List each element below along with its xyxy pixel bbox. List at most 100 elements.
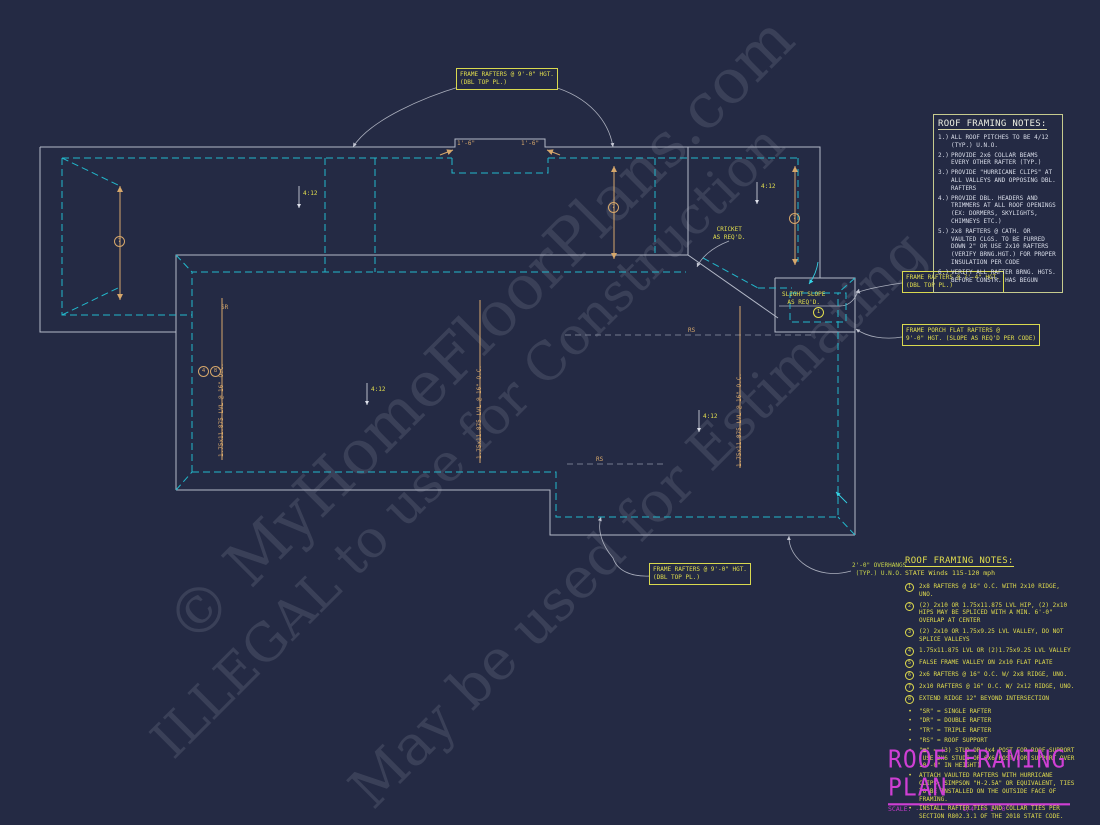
note-ref-bubble: 1 [813, 307, 824, 318]
note-item: 2.) PROVIDE 2x6 COLLAR BEAMS EVERY OTHER… [938, 152, 1058, 168]
slope-arrows [297, 182, 759, 432]
framing-note-number: 3 [905, 627, 914, 637]
callout-line: FRAME RAFTERS @ 7'-4" HGT. [906, 274, 1000, 281]
note-number: 5.) [938, 227, 949, 235]
callout-line: FRAME RAFTERS @ 9'-0" HGT. [653, 566, 747, 573]
framing-note-item: 1 2x8 RAFTERS @ 16" O.C. WITH 2x10 RIDGE… [905, 583, 1077, 599]
framing-note-item: 7 2x10 RAFTERS @ 16" O.C. W/ 2x12 RIDGE,… [905, 682, 1077, 692]
framing-note-number: 5 [905, 658, 914, 668]
ridge-spec-label: 1.75x11.875 LVL @ 16" O.C. [736, 373, 743, 467]
note-ref-bubble: 8 [210, 366, 221, 377]
callout-frame-rafters-bottom: FRAME RAFTERS @ 9'-0" HGT. (DBL TOP PL.) [649, 563, 751, 586]
framing-note-item: 8 EXTEND RIDGE 12" BEYOND INTERSECTION [905, 694, 1077, 704]
framing-note-number: 8 [905, 694, 914, 704]
slope-label: 4:12 [303, 190, 318, 197]
framing-note-text: 1.75x11.875 LVL OR (2)1.75x9.25 LVL VALL… [919, 646, 1071, 654]
roof-dashed-lines [61, 157, 856, 536]
framing-note-bullet-text: "TR" = TRIPLE RAFTER [919, 727, 992, 735]
note-item: 1.) ALL ROOF PITCHES TO BE 4/12 (TYP.) U… [938, 134, 1058, 150]
callout-frame-rafters-top: FRAME RAFTERS @ 9'-0" HGT. (DBL TOP PL.) [456, 68, 558, 91]
roof-support-label: RS [688, 327, 696, 334]
framing-note-bullet: "SR" = SINGLE RAFTER [905, 708, 1077, 716]
note-number: 4.) [938, 194, 949, 202]
overhang-line: (TYP.) U.N.O. [855, 569, 903, 577]
ridge-spec-label: 1.75x11.875 LVL @ 16" O.C. [476, 365, 483, 459]
note-ref-bubble: 7 [114, 236, 125, 247]
note-item: 5.) 2x8 RAFTERS @ CATH. OR VAULTED CLGS.… [938, 228, 1058, 267]
roof-support-label: RS [596, 456, 604, 463]
sheet-title: ROOF FRAMING PLAN [888, 746, 1070, 806]
cricket-label: CRICKET AS REQ'D. [713, 226, 746, 241]
callout-line: (DBL TOP PL.) [460, 79, 507, 87]
framing-note-bullet: "DR" = DOUBLE RAFTER [905, 717, 1077, 725]
note-text: 2x8 RAFTERS @ CATH. OR VAULTED CLGS. TO … [951, 227, 1056, 266]
framing-note-text: 2x6 RAFTERS @ 16" O.C. W/ 2x8 RIDGE, UNO… [919, 670, 1068, 678]
framing-note-text: 2x10 RAFTERS @ 16" O.C. W/ 2x12 RIDGE, U… [919, 682, 1075, 690]
slight-slope-line: SLIGHT SLOPE [782, 291, 826, 298]
note-text: PROVIDE "HURRICANE CLIPS" AT ALL VALLEYS… [951, 169, 1056, 192]
framing-notes-title: ROOF FRAMING NOTES: [905, 556, 1014, 567]
framing-note-bullet-text: "SR" = SINGLE RAFTER [919, 707, 992, 715]
framing-note-bullet-text: "DR" = DOUBLE RAFTER [919, 717, 992, 725]
notch-dimension: 1'-6" [521, 140, 540, 147]
framing-note-text: (2) 2x10 OR 1.75x11.875 LVL HIP, (2) 2x1… [919, 601, 1068, 625]
notes-box-list: 1.) ALL ROOF PITCHES TO BE 4/12 (TYP.) U… [938, 134, 1058, 284]
overhang-label: 2'-0" OVERHANGS (TYP.) U.N.O. [852, 562, 906, 577]
framing-note-item: 4 1.75x11.875 LVL OR (2)1.75x9.25 LVL VA… [905, 646, 1077, 656]
framing-note-text: (2) 2x10 OR 1.75x9.25 LVL VALLEY, DO NOT… [919, 627, 1064, 643]
note-item: 3.) PROVIDE "HURRICANE CLIPS" AT ALL VAL… [938, 169, 1058, 192]
note-number: 1.) [938, 134, 949, 141]
roof-support-dashed-lines [565, 334, 812, 465]
note-ref-bubble: 7 [789, 213, 800, 224]
roof-framing-schedule-notes: ROOF FRAMING NOTES: STATE Winds 115-120 … [905, 556, 1077, 823]
slope-label: 4:12 [761, 183, 776, 190]
note-number: 3.) [938, 169, 949, 177]
framing-note-text: EXTEND RIDGE 12" BEYOND INTERSECTION [919, 694, 1050, 702]
callout-line: FRAME PORCH FLAT RAFTERS @ [906, 327, 1000, 334]
framing-notes-bullet-list: "SR" = SINGLE RAFTER "DR" = DOUBLE RAFTE… [905, 708, 1077, 821]
note-ref-bubble: 4 [198, 366, 209, 377]
callout-line: 9'-0" HGT. (SLOPE AS REQ'D PER CODE) [906, 335, 1037, 343]
framing-note-item: 6 2x6 RAFTERS @ 16" O.C. W/ 2x8 RIDGE, U… [905, 670, 1077, 680]
framing-note-text: FALSE FRAME VALLEY ON 2x10 FLAT PLATE [919, 658, 1053, 666]
roof-framing-notes-box: ROOF FRAMING NOTES: 1.) ALL ROOF PITCHES… [933, 114, 1063, 294]
framing-note-number: 4 [905, 646, 914, 656]
framing-note-bullet: INSTALL RAFTER TIES AND COLLAR TIES PER … [905, 805, 1077, 821]
slope-label: 4:12 [703, 413, 718, 420]
ridge-spec-label: 1.75x11.875 LVL @ 16" O.C. [218, 363, 225, 457]
callout-line: (DBL TOP PL.) [906, 282, 953, 290]
notch-dimension: 1'-6" [457, 140, 476, 147]
single-rafter-label: SR [221, 304, 229, 311]
callout-line: (DBL TOP PL.) [653, 574, 700, 582]
note-ref-bubble: 7 [608, 202, 619, 213]
framing-note-item: 2 (2) 2x10 OR 1.75x11.875 LVL HIP, (2) 2… [905, 601, 1077, 625]
leader-lines [352, 85, 903, 577]
framing-note-text: 2x8 RAFTERS @ 16" O.C. WITH 2x10 RIDGE, … [919, 583, 1060, 598]
framing-note-bullet: ATTACH VAULTED RAFTERS WITH HURRICANE CL… [905, 772, 1077, 803]
cricket-line: CRICKET [716, 226, 742, 233]
slight-slope-label: SLIGHT SLOPE AS REQ'D. [782, 291, 825, 306]
note-text: PROVIDE DBL. HEADERS AND TRIMMERS AT ALL… [951, 194, 1056, 225]
note-text: PROVIDE 2x6 COLLAR BEAMS EVERY OTHER RAF… [951, 151, 1042, 167]
note-number: 2.) [938, 151, 949, 159]
notes-box-title: ROOF FRAMING NOTES: [938, 119, 1047, 130]
overhang-line: 2'-0" OVERHANGS [852, 562, 907, 569]
note-item: 6.) VERIFY ALL RAFTER BRNG. HGTS. BEFORE… [938, 269, 1058, 285]
framing-note-bullet-text: "■" = (3) STUD OR 4x4 POST FOR ROOF SUPP… [919, 746, 1075, 770]
framing-notes-numbered-list: 1 2x8 RAFTERS @ 16" O.C. WITH 2x10 RIDGE… [905, 583, 1077, 704]
framing-note-number: 7 [905, 682, 914, 692]
note-item: 4.) PROVIDE DBL. HEADERS AND TRIMMERS AT… [938, 195, 1058, 226]
callout-porch-rafters: FRAME PORCH FLAT RAFTERS @ 9'-0" HGT. (S… [902, 324, 1041, 347]
framing-note-number: 1 [905, 583, 914, 592]
sheet-scale: SCALE: ------------1/4" = 1'-0" [888, 805, 1010, 813]
framing-note-number: 6 [905, 670, 914, 680]
framing-note-item: 5 FALSE FRAME VALLEY ON 2x10 FLAT PLATE [905, 658, 1077, 668]
framing-note-bullet-text: ATTACH VAULTED RAFTERS WITH HURRICANE CL… [919, 772, 1075, 803]
callout-line: FRAME RAFTERS @ 9'-0" HGT. [460, 71, 554, 78]
slope-label: 4:12 [371, 386, 386, 393]
wall-outlines [39, 138, 856, 536]
note-text: VERIFY ALL RAFTER BRNG. HGTS. BEFORE CON… [951, 268, 1056, 284]
framing-note-bullet: "TR" = TRIPLE RAFTER [905, 727, 1077, 735]
